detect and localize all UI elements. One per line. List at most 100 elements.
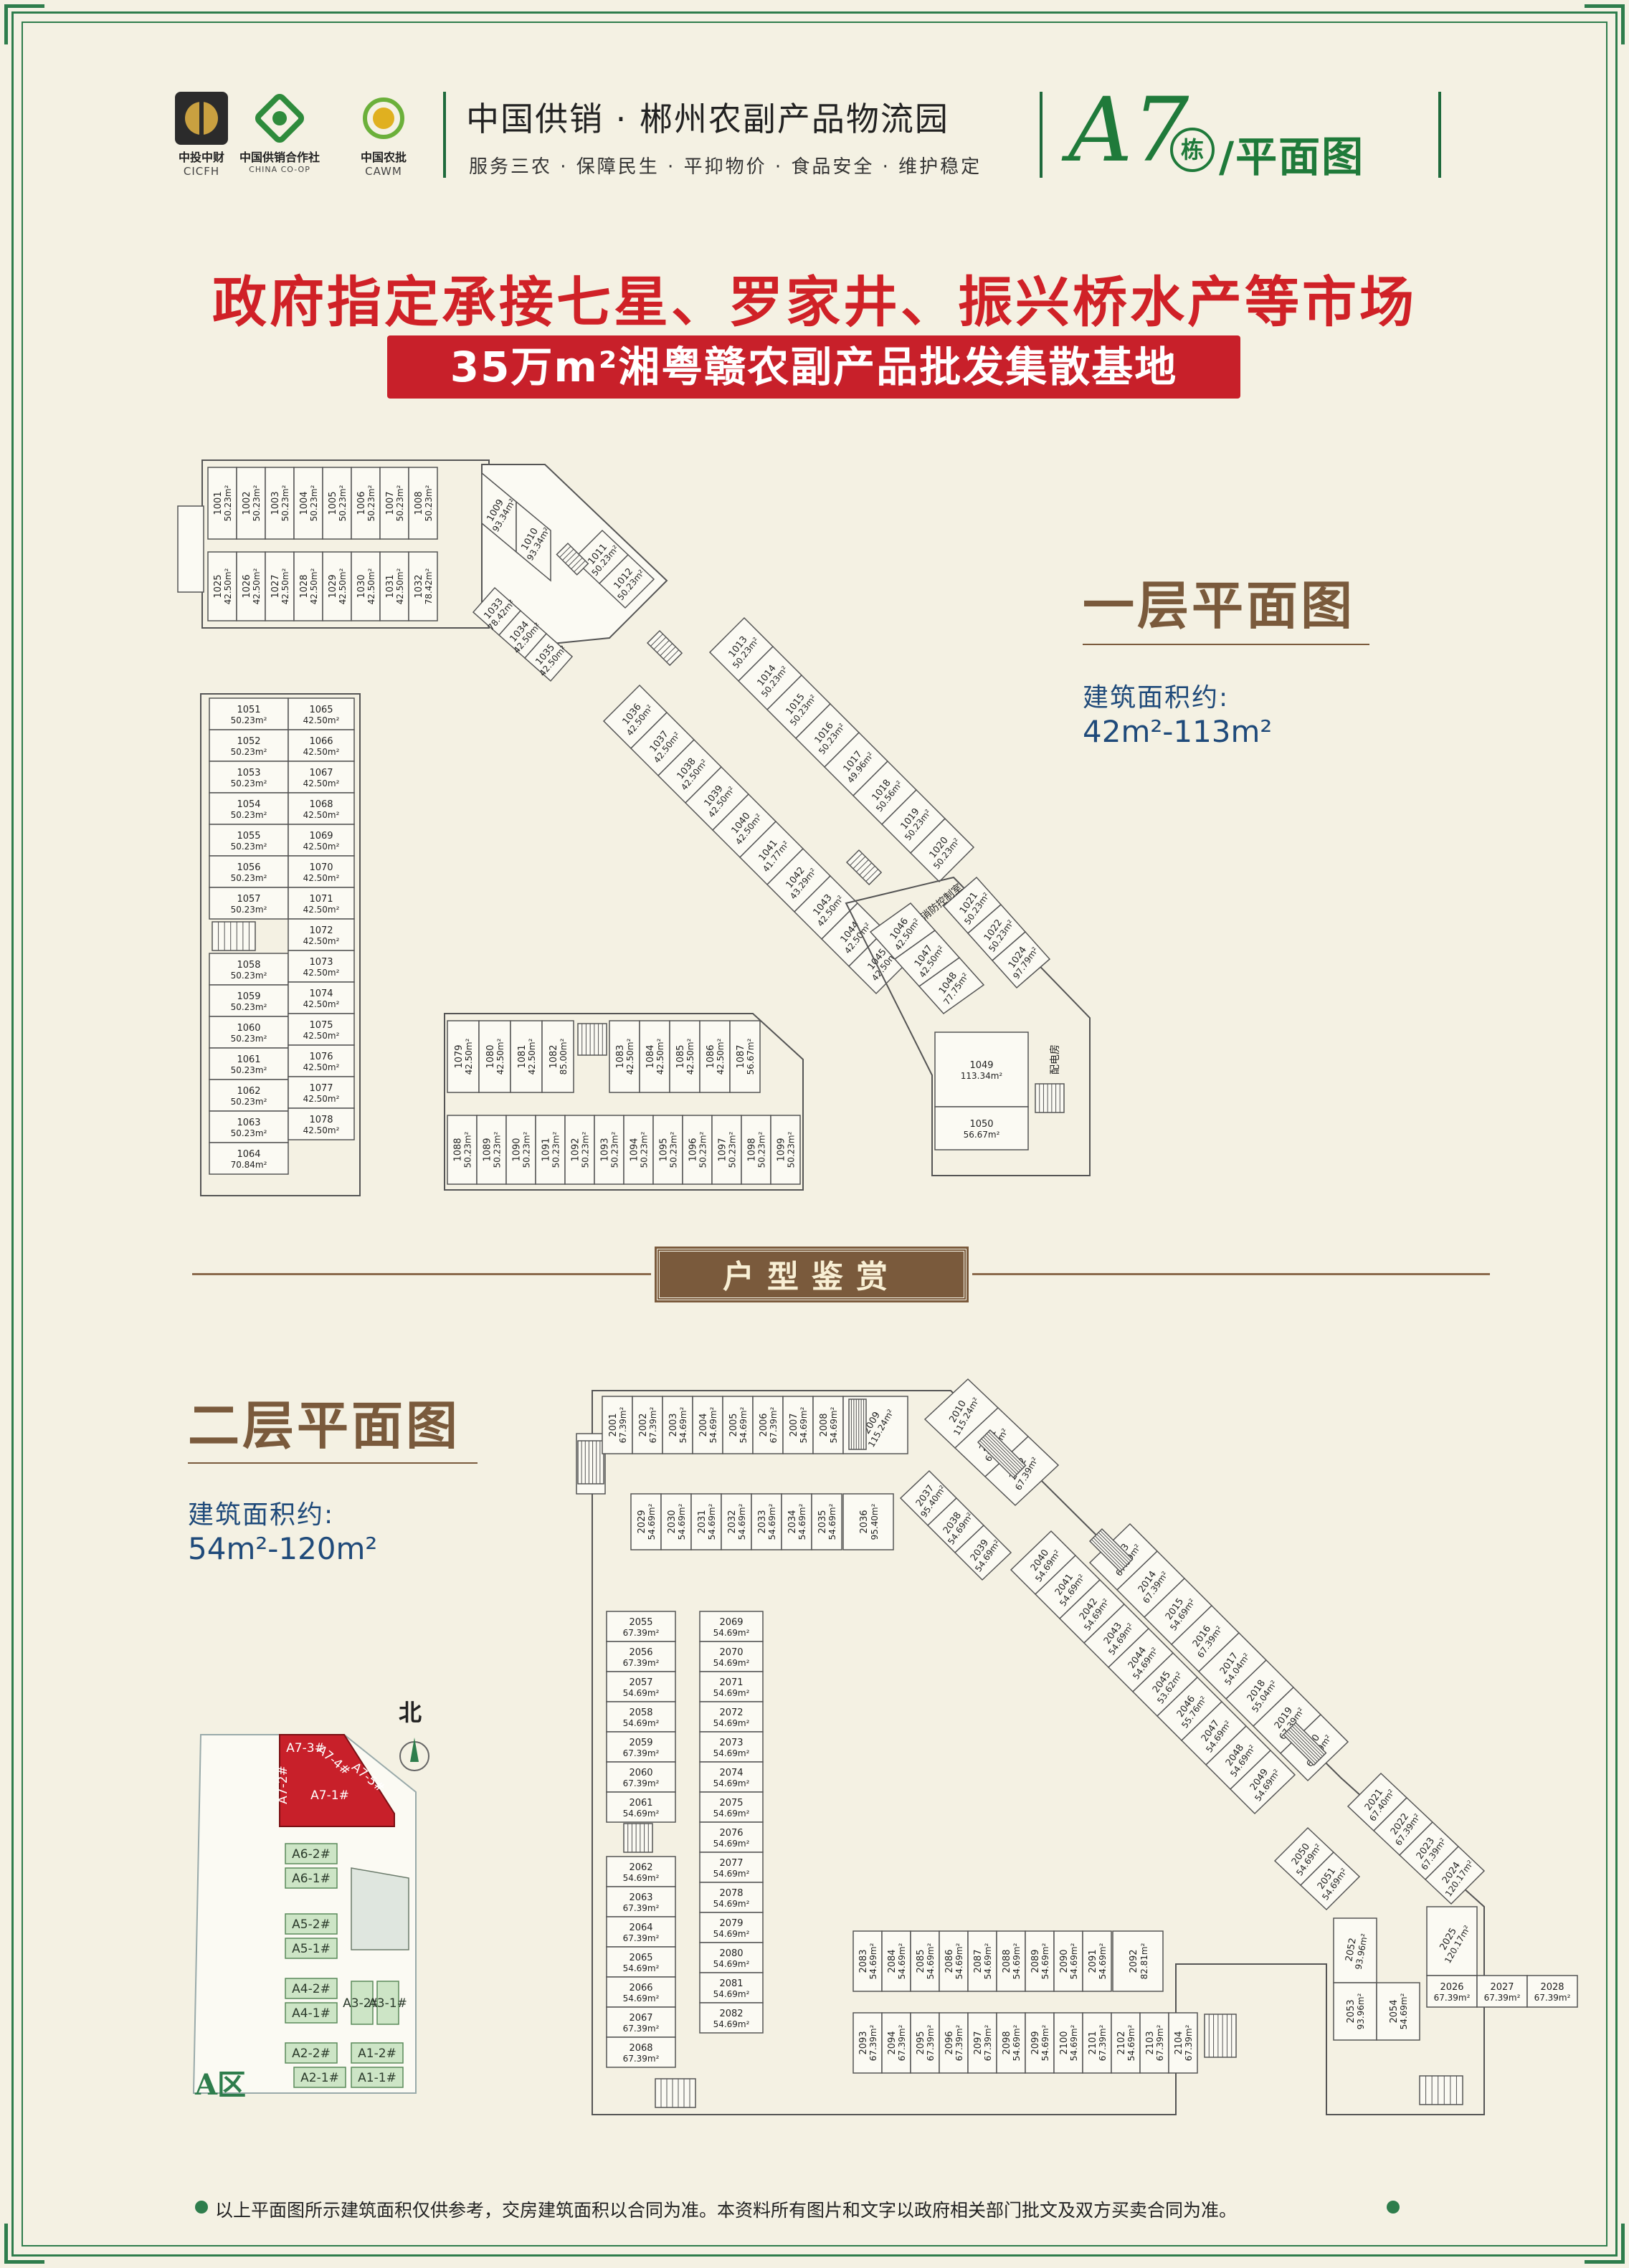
site-block[interactable]: A6-1# [285,1867,338,1889]
site-block[interactable]: A3-2# [343,1981,381,2025]
site-block[interactable]: A4-1# [285,2002,338,2024]
site-block[interactable]: A3-1# [369,1981,407,2025]
site-block[interactable]: A5-2# [285,1913,338,1935]
site-block[interactable]: A1-1# [351,2067,404,2088]
site-block[interactable]: A2-2# [285,2042,338,2064]
site-block[interactable]: A4-2# [285,1978,338,1999]
